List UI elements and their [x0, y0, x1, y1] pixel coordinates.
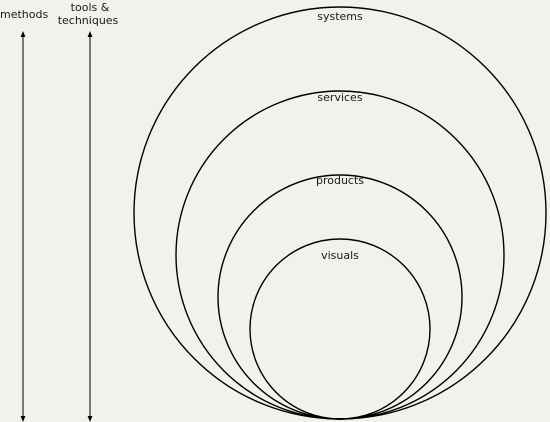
visuals-circle	[249, 238, 431, 420]
products-circle	[217, 174, 463, 420]
systems-label: systems	[317, 10, 363, 23]
products-label: products	[316, 174, 364, 187]
tools-techniques-label-line2: techniques	[58, 14, 119, 27]
visuals-label: visuals	[321, 249, 359, 262]
tools-techniques-label-line1: tools &	[71, 1, 110, 14]
services-label: services	[317, 91, 362, 104]
methods-label: methods	[0, 8, 48, 21]
systems-circle	[133, 6, 547, 420]
